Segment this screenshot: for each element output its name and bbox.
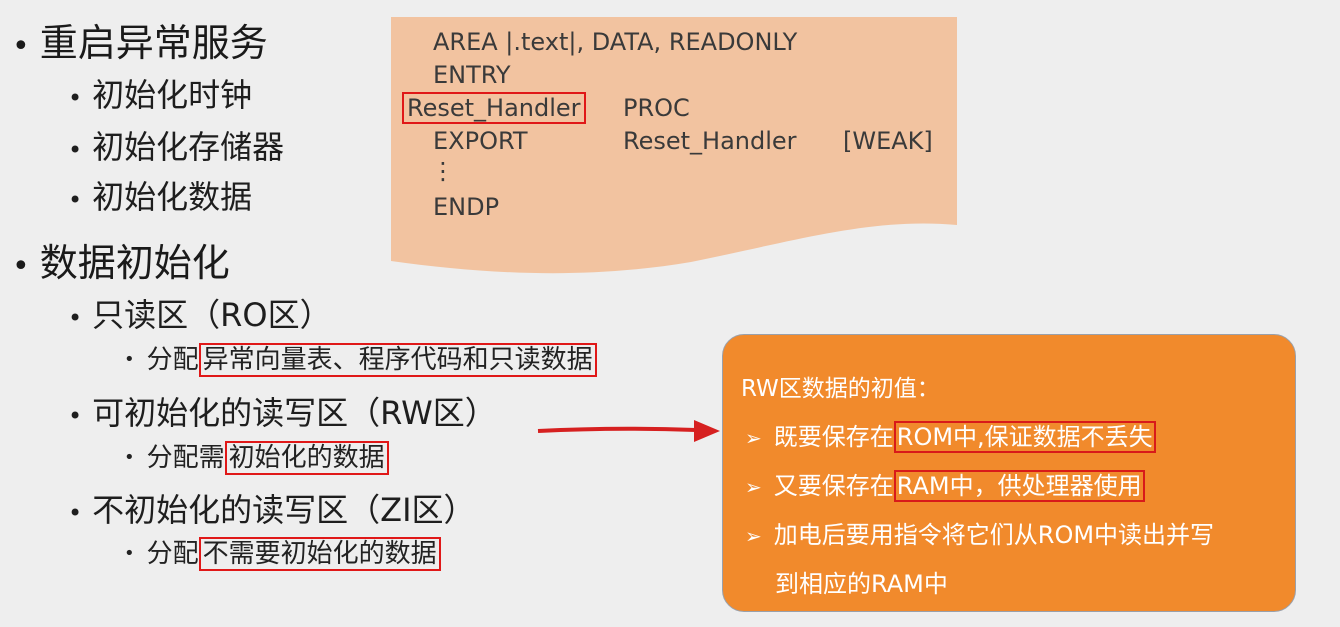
- zi-highlight: 不需要初始化的数据: [198, 537, 441, 571]
- code-line-entry: ENTRY: [433, 61, 511, 89]
- ram-highlight: RAM中，供处理器使用: [893, 470, 1145, 502]
- arrow-bullet-icon: ➢: [745, 524, 762, 548]
- ro-highlight: 异常向量表、程序代码和只读数据: [198, 343, 597, 377]
- red-arrow-icon: [537, 420, 720, 442]
- rom-highlight: ROM中,保证数据不丢失: [893, 421, 1156, 453]
- code-ellipsis: ⋮: [431, 157, 455, 185]
- bullet-dot: •: [68, 499, 83, 527]
- bullet-rw: •可初始化的读写区（RW区）: [68, 394, 497, 432]
- bullet-dot: •: [124, 543, 135, 564]
- code-label-reset-handler: Reset_Handler: [402, 92, 586, 124]
- code-proc: PROC: [623, 94, 690, 122]
- bullet-dot: •: [68, 136, 83, 164]
- bullet-data-init: •数据初始化: [12, 241, 230, 285]
- arrow-bullet-icon: ➢: [745, 426, 762, 450]
- bullet-dot: •: [68, 186, 83, 214]
- bullet-dot: •: [124, 447, 135, 468]
- bullet-ro: •只读区（RO区）: [68, 296, 332, 334]
- bullet-clock: •初始化时钟: [68, 76, 253, 114]
- bullet-memory: •初始化存储器: [68, 128, 285, 166]
- code-line-area: AREA |.text|, DATA, READONLY: [433, 28, 798, 56]
- bullet-dot: •: [68, 304, 83, 332]
- bullet-rw-alloc: •分配需初始化的数据: [124, 437, 389, 475]
- code-line-endp: ENDP: [433, 193, 500, 221]
- bullet-data: •初始化数据: [68, 178, 253, 216]
- note-item-copy-cont: 到相应的RAM中: [775, 570, 948, 598]
- bullet-dot: •: [12, 249, 30, 284]
- code-export-name: Reset_Handler: [623, 127, 797, 155]
- bullet-dot: •: [68, 402, 83, 430]
- bullet-dot: •: [12, 29, 30, 64]
- rw-highlight: 初始化的数据: [224, 441, 389, 475]
- note-title: RW区数据的初值：: [741, 376, 940, 402]
- bullet-zi: •不初始化的读写区（ZI区）: [68, 491, 476, 529]
- code-panel: [391, 17, 957, 274]
- note-item-copy: ➢加电后要用指令将它们从ROM中读出并写: [745, 521, 1215, 549]
- bullet-ro-alloc: •分配异常向量表、程序代码和只读数据: [124, 339, 597, 377]
- code-weak: [WEAK]: [843, 127, 933, 155]
- code-export: EXPORT: [433, 127, 528, 155]
- bullet-zi-alloc: •分配不需要初始化的数据: [124, 533, 441, 571]
- bullet-dot: •: [124, 349, 135, 370]
- bullet-dot: •: [68, 84, 83, 112]
- arrow-bullet-icon: ➢: [745, 475, 762, 499]
- bullet-reset: •重启异常服务: [12, 21, 268, 65]
